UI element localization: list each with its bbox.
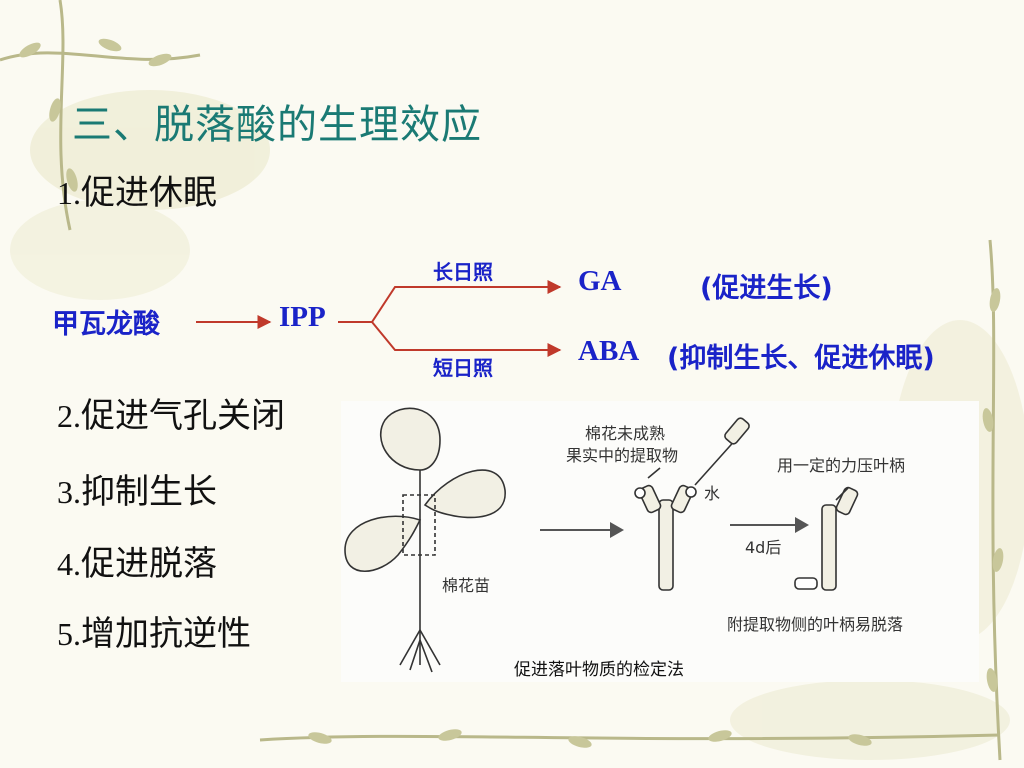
effect-item-3: 3.抑制生长 (57, 464, 217, 513)
step-arrow-head-2 (795, 517, 809, 533)
effect-text: 抑制生长 (81, 472, 217, 512)
precursor-label: 甲瓦龙酸 (52, 309, 160, 340)
seedling-label: 棉花苗 (442, 576, 491, 595)
ga-effect-label: (促进生长) (700, 273, 833, 304)
effect-item-1: 1.促进休眠 (57, 165, 217, 214)
explant-drawing (634, 417, 750, 591)
effect-item-2: 2.促进气孔关闭 (57, 388, 285, 437)
effect-text: 促进气孔关闭 (81, 396, 285, 436)
extract-label-line1: 棉花未成熟 (585, 424, 666, 443)
press-label: 用一定的力压叶柄 (777, 456, 906, 475)
slide-title: 三、脱落酸的生理效应 (72, 102, 482, 148)
effect-text: 促进休眠 (81, 173, 217, 213)
aba-effect-label: (抑制生长、促进休眠) (667, 343, 935, 374)
effect-item-4: 4.促进脱落 (57, 536, 217, 585)
effect-item-5: 5.增加抗逆性 (57, 606, 251, 655)
time-label: 4d后 (745, 538, 782, 557)
result-explant-drawing (794, 486, 859, 591)
effect-text: 促进脱落 (81, 544, 217, 584)
effect-number: 4. (57, 546, 81, 582)
result-label: 附提取物侧的叶柄易脱落 (727, 615, 904, 634)
branch-fork-lower (371, 321, 562, 357)
effect-number: 5. (57, 616, 81, 652)
step-arrow-head-1 (610, 522, 624, 538)
branch-fork (338, 280, 562, 323)
effect-number: 1. (57, 175, 81, 211)
effect-text: 增加抗逆性 (81, 614, 251, 654)
long-day-label: 长日照 (433, 260, 493, 284)
water-label: 水 (704, 484, 721, 503)
extract-label-line2: 果实中的提取物 (566, 446, 679, 465)
cotton-seedling-drawing (344, 407, 506, 673)
ipp-label: IPP (279, 301, 326, 333)
ga-label: GA (578, 265, 622, 297)
effect-number: 2. (57, 398, 81, 434)
effect-number: 3. (57, 474, 81, 510)
figure-caption: 促进落叶物质的检定法 (514, 660, 684, 680)
aba-label: ABA (578, 335, 640, 367)
short-day-label: 短日照 (433, 356, 493, 380)
